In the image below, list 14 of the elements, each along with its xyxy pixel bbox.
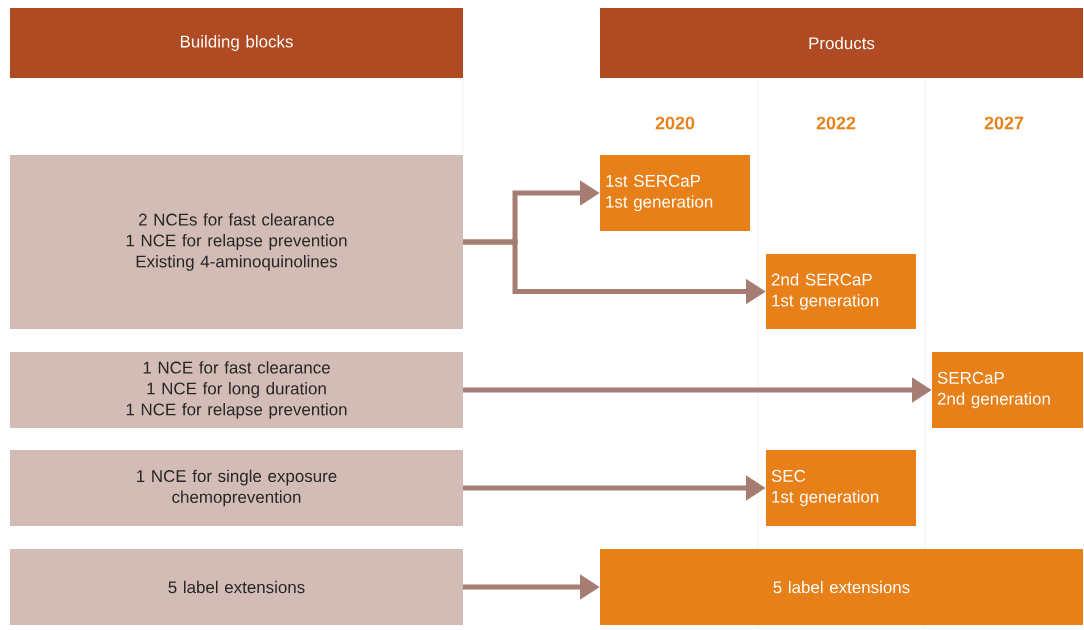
product-box: 1st SERCaP 1st generation (600, 155, 750, 231)
product-box: SERCaP 2nd generation (932, 352, 1083, 428)
product-box: SEC 1st generation (766, 450, 916, 526)
year-label: 2020 (655, 116, 695, 130)
product-box: 2nd SERCaP 1st generation (766, 254, 916, 329)
block-box: 2 NCEs for fast clearance 1 NCE for relapse prevention Existing 4-aminoquinolines (10, 155, 463, 329)
header-band: Products (600, 8, 1083, 78)
block-box: 1 NCE for fast clearance 1 NCE for long duration 1 NCE for relapse prevention (10, 352, 463, 428)
block-box: 1 NCE for single exposure chemoprevention (10, 450, 463, 526)
product-box: 5 label extensions (600, 549, 1083, 625)
block-box: 5 label extensions (10, 549, 463, 625)
year-label: 2022 (816, 116, 856, 130)
header-band: Building blocks (10, 8, 463, 78)
year-label: 2027 (984, 116, 1024, 130)
